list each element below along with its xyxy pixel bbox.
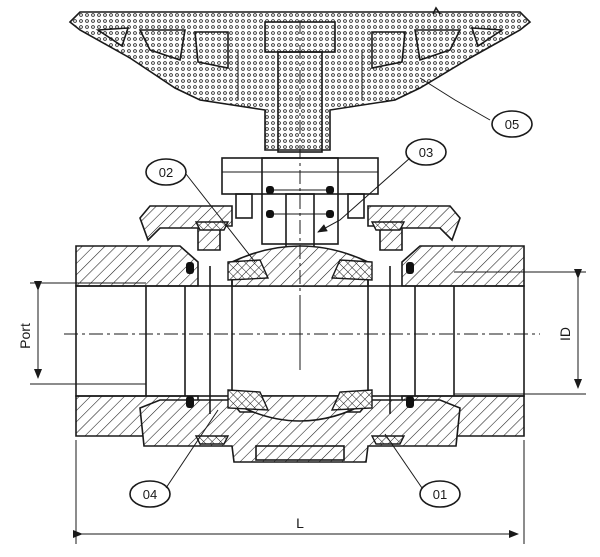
bore-lines: [30, 266, 586, 414]
callout-02: 02: [145, 158, 187, 186]
callout-05: 05: [491, 110, 533, 138]
seats: [194, 221, 406, 445]
port-dimension-label: Port: [17, 323, 33, 349]
length-dimension-label: L: [296, 515, 304, 531]
callout-04-label: 04: [143, 487, 157, 502]
o-rings: [186, 262, 414, 408]
callout-01: 01: [419, 480, 461, 508]
valve-body: [75, 205, 525, 463]
id-dimension-label: ID: [557, 327, 573, 341]
stem-assembly: [221, 157, 379, 269]
callout-05-label: 05: [505, 117, 519, 132]
callout-03: 03: [405, 138, 447, 166]
callout-leaders: [165, 77, 491, 489]
callout-04: 04: [129, 480, 171, 508]
dimension-length: [73, 440, 525, 544]
callout-01-label: 01: [433, 487, 447, 502]
callout-03-label: 03: [419, 145, 433, 160]
callout-02-label: 02: [159, 165, 173, 180]
centerlines: [64, 20, 540, 370]
